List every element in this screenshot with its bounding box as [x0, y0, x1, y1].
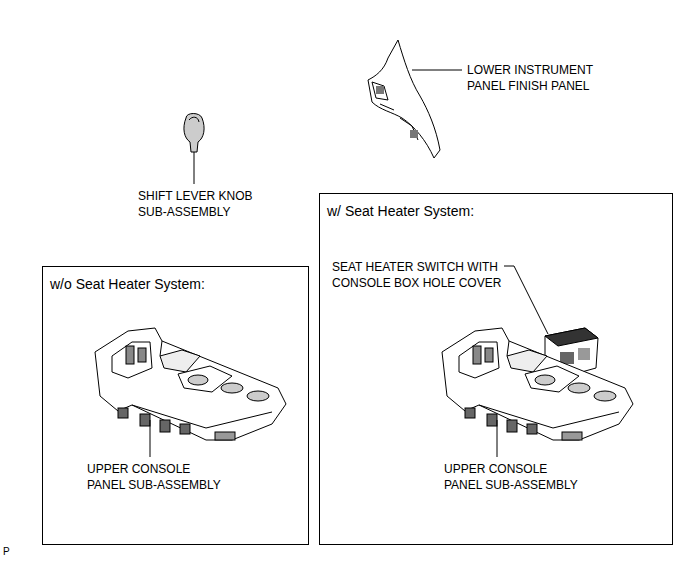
- part-name: UPPER CONSOLE PANEL SUB-ASSEMBLY: [87, 461, 227, 493]
- part-name: SEAT HEATER SWITCH WITH CONSOLE BOX HOLE…: [332, 259, 507, 291]
- box-heading: w/ Seat Heater System:: [320, 194, 672, 219]
- part-name: UPPER CONSOLE PANEL SUB-ASSEMBLY: [444, 461, 584, 493]
- variant-box: w/o Seat Heater System:: [42, 266, 309, 545]
- part-name: LOWER INSTRUMENT PANEL FINISH PANEL: [467, 62, 602, 94]
- console-illustration: [442, 328, 633, 440]
- part-name: SHIFT LEVER KNOB SUB-ASSEMBLY: [138, 188, 263, 220]
- box-heading: w/o Seat Heater System:: [43, 267, 308, 292]
- figure-code: P: [3, 544, 23, 560]
- console-illustration: [95, 328, 286, 440]
- variant-box: w/ Seat Heater System:: [319, 193, 673, 545]
